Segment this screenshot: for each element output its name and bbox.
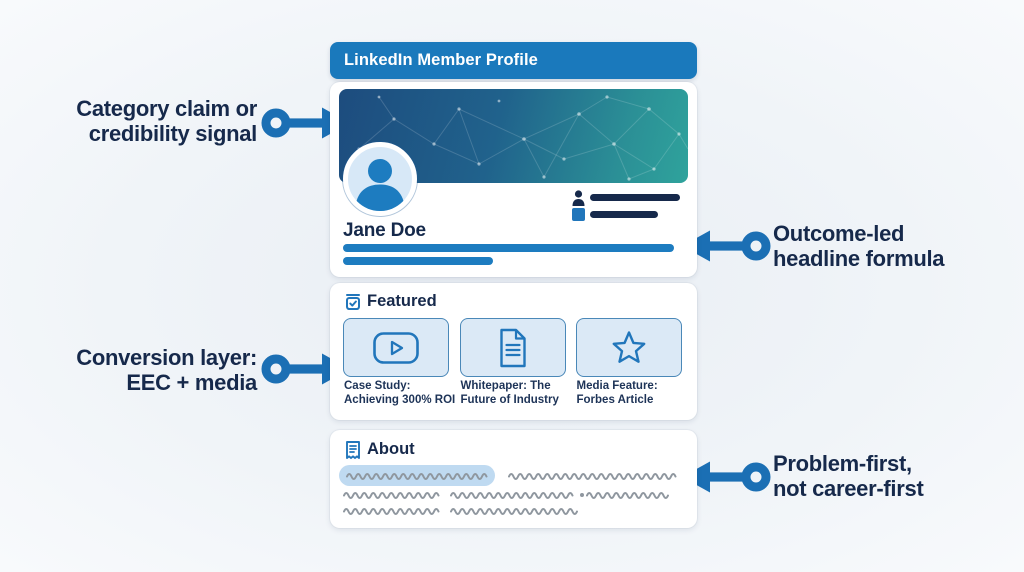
text-squiggle [586,492,669,499]
text-squiggle [343,492,440,499]
callout-line: Problem-first, [773,451,912,476]
person-silhouette-icon [355,159,405,211]
about-heading: About [367,440,415,458]
profile-title-bar: LinkedIn Member Profile [330,42,697,79]
callout-line: Outcome-led [773,221,905,246]
featured-tile-whitepaper [459,318,566,377]
credential-line [590,211,658,218]
callout-line: EEC + media [126,370,257,395]
text-squiggle [508,473,677,480]
company-mini-icon [572,208,585,221]
callout-line: Conversion layer: [76,345,257,370]
callout-line: not career-first [773,476,924,501]
tile-label-line: Case Study: [344,380,411,392]
featured-tile-label: Whitepaper: The Future of Industry [461,380,573,407]
featured-section: Featured Case Study: Achieving 300% ROI [330,283,697,420]
about-section: About [330,430,697,528]
tile-label-line: Achieving 300% ROI [344,393,456,406]
text-squiggle [450,492,574,499]
callout-line: credibility signal [88,121,258,146]
callout-headline-label: Outcome-led headline formula [773,221,1013,271]
video-play-icon [373,331,419,364]
article-icon [346,441,360,459]
callout-featured-label: Conversion layer: EEC + media [18,345,257,395]
person-mini-icon [572,190,585,206]
star-icon [612,330,645,363]
featured-tile-label: Case Study: Achieving 300% ROI [344,380,456,407]
text-squiggle [346,473,488,480]
callout-about-label: Problem-first, not career-first [773,451,1013,501]
callout-line: Category claim or [76,96,257,121]
credential-line [590,194,680,201]
featured-heading: Featured [367,292,437,310]
tile-label-line: Future of Industry [460,393,559,406]
profile-title: LinkedIn Member Profile [344,51,538,69]
tile-label-line: Forbes Article [576,393,654,406]
callout-banner-label: Category claim or credibility signal [18,96,257,146]
featured-tile-case-study [343,318,449,377]
member-name: Jane Doe [343,220,426,241]
tile-label-line: Media Feature: [576,380,658,392]
text-squiggle [450,508,578,515]
text-dot [580,493,584,497]
avatar [343,142,417,216]
tile-label-line: Whitepaper: The [460,380,551,392]
featured-tile-media [575,318,682,377]
text-squiggle [343,508,440,515]
highlight-pill [339,465,495,486]
headline-line [343,257,493,265]
bookmark-check-icon [346,294,360,310]
profile-card: Jane Doe [330,82,697,277]
document-icon [500,328,526,367]
callout-line: headline formula [773,246,945,271]
headline-line [343,244,674,252]
featured-tile-label: Media Feature: Forbes Article [577,380,689,407]
